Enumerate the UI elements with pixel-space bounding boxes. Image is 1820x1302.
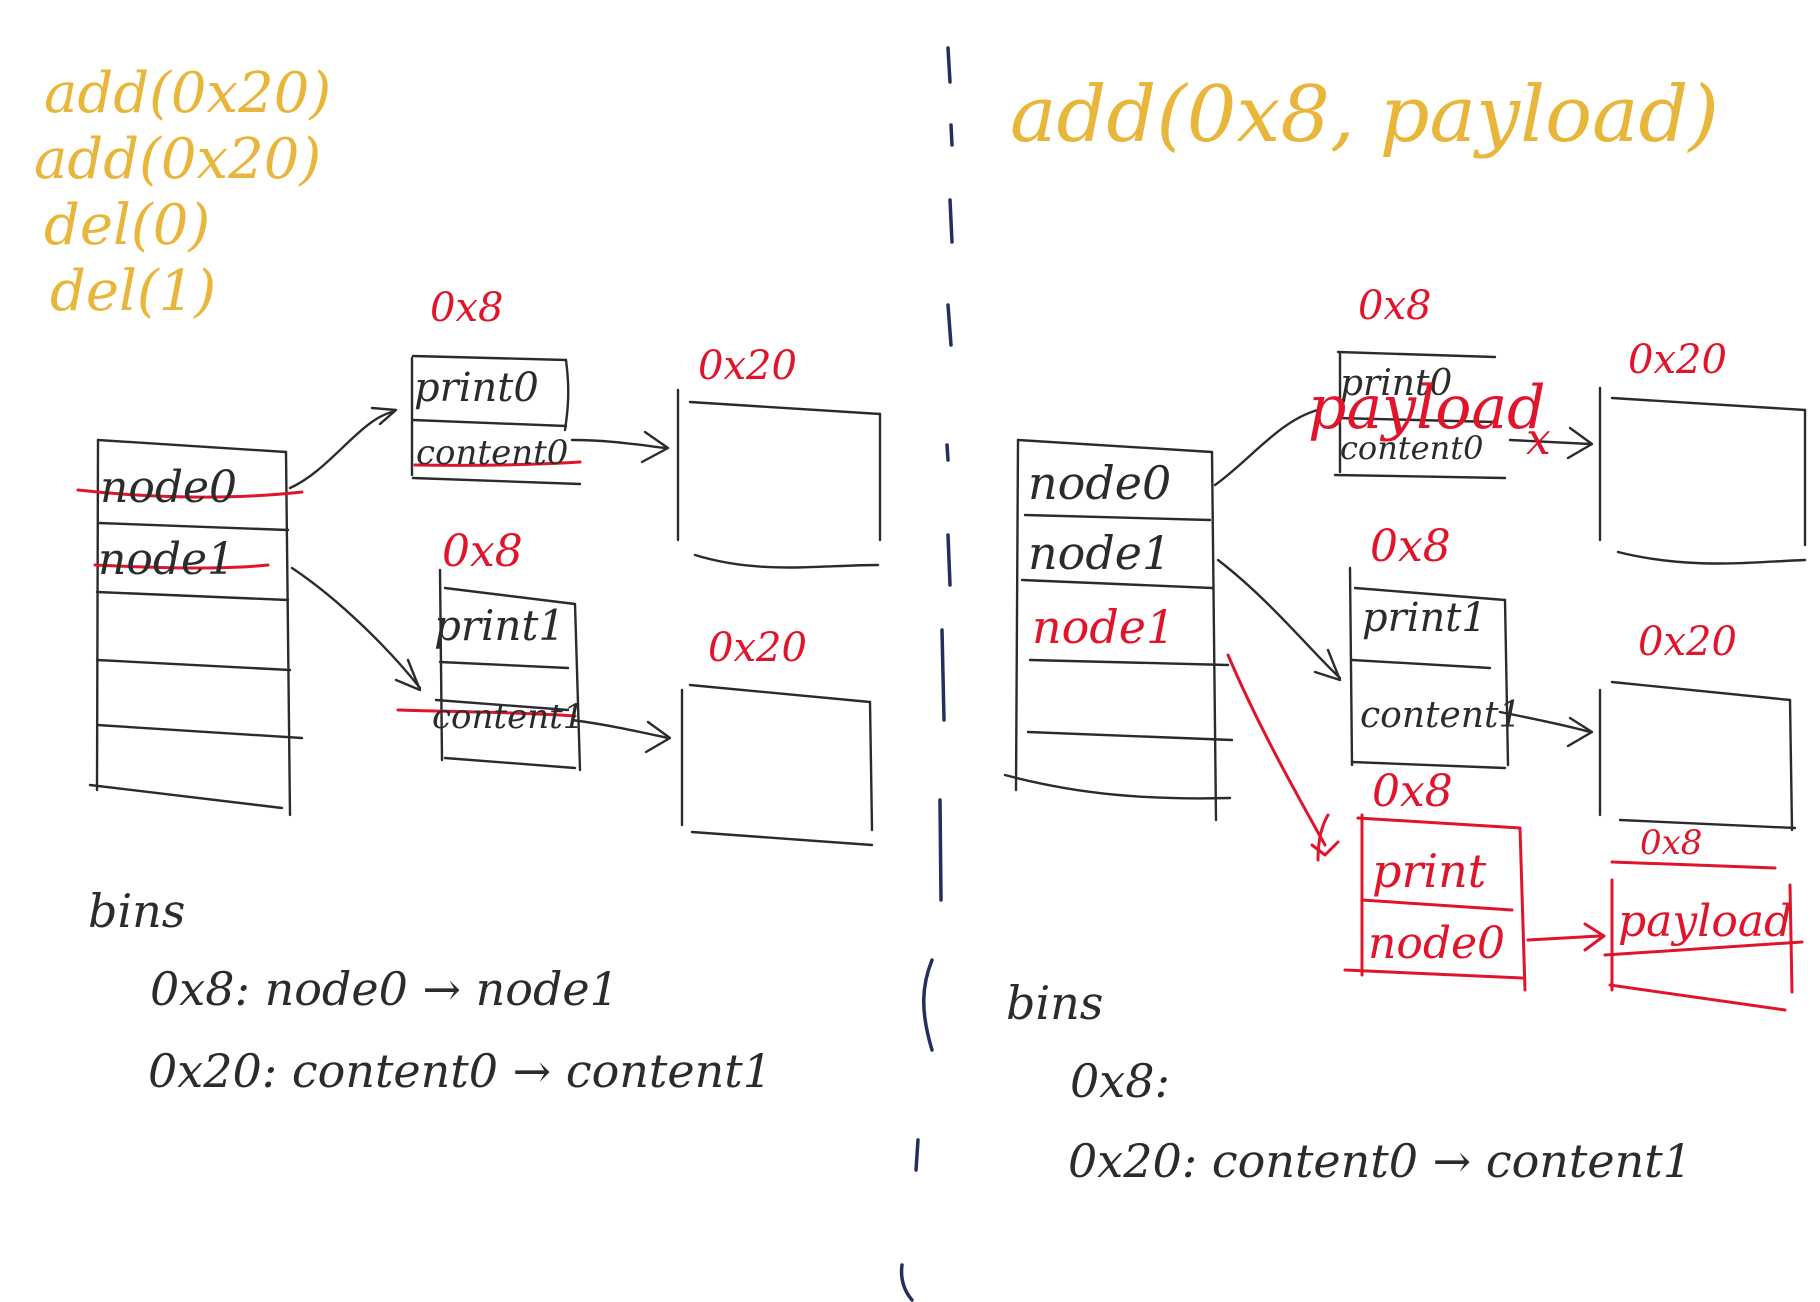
right-op: add(0x8, payload) [1010,70,1719,160]
right-chunk-b-size: 0x8 [1370,521,1451,572]
left-bins-title: bins [88,884,186,938]
right-chunk-a-size: 0x8 [1358,283,1432,329]
left-chunk-a-field-print: print0 [414,365,539,411]
right-chunk-a [1333,350,1507,480]
left-data-box-a [676,388,882,569]
left-chunk-a-size: 0x8 [430,285,504,331]
right-node-array-entry-1: node1 [1028,526,1172,580]
left-strikes [76,460,582,718]
right-red-annotations [1226,653,1804,1012]
right-bins-line-2: 0x20: content0 → content1 [1068,1134,1692,1188]
right-node-array-entry-new: node1 [1032,600,1176,654]
left-arrows [288,406,672,754]
right-chunk-b-field-print: print1 [1362,595,1487,641]
left-chunk-b-field-content: content1 [432,697,585,737]
right-chunk-b [1348,566,1510,770]
right-node-array-entry-0: node0 [1028,456,1172,510]
right-chunk-a-x-mark: x [1526,414,1551,465]
new-chunk-field-node0: node0 [1368,918,1506,969]
right-chunk-a-overwrite-payload: payload [1308,373,1546,443]
left-bins-line-1: 0x8: node0 → node1 [150,962,619,1016]
left-node-array [88,438,304,817]
left-node-array-entry-1: node1 [98,534,236,585]
left-chunk-b-field-print: print1 [434,601,566,650]
right-data-b-size: 0x20 [1638,619,1737,665]
left-op-3: del(0) [44,193,211,258]
left-op-1: add(0x20) [44,61,332,126]
new-chunk-size: 0x8 [1372,766,1453,817]
left-bins-line-2: 0x20: content0 → content1 [148,1044,772,1098]
new-chunk-field-print: print [1372,844,1487,898]
left-chunk-a-field-content: content0 [416,433,569,473]
right-bins-line-1: 0x8: [1070,1054,1170,1108]
left-chunk-a [410,354,582,486]
right-data-a-size: 0x20 [1628,337,1727,383]
divider-dashes [899,46,954,1302]
right-bins-title: bins [1006,976,1104,1030]
left-chunk-b-size: 0x8 [442,526,523,577]
right-node-array [1003,438,1234,822]
left-chunk-b [434,568,582,772]
payload-chunk-label: payload [1618,896,1793,947]
right-data-box-b [1598,680,1797,832]
right-chunk-a-field-print: print0 [1340,363,1453,404]
left-data-box-b [680,683,874,847]
left-op-2: add(0x20) [34,127,322,192]
left-node-array-entry-0: node0 [100,462,238,513]
right-chunk-a-field-content: content0 [1340,429,1484,467]
right-data-box-a [1598,386,1807,565]
right-arrows [1213,408,1594,748]
payload-chunk-size: 0x8 [1640,823,1703,863]
left-op-4: del(1) [50,259,217,324]
left-data-a-size: 0x20 [698,343,797,389]
left-data-b-size: 0x20 [708,625,807,671]
right-chunk-b-field-content: content1 [1360,695,1522,736]
